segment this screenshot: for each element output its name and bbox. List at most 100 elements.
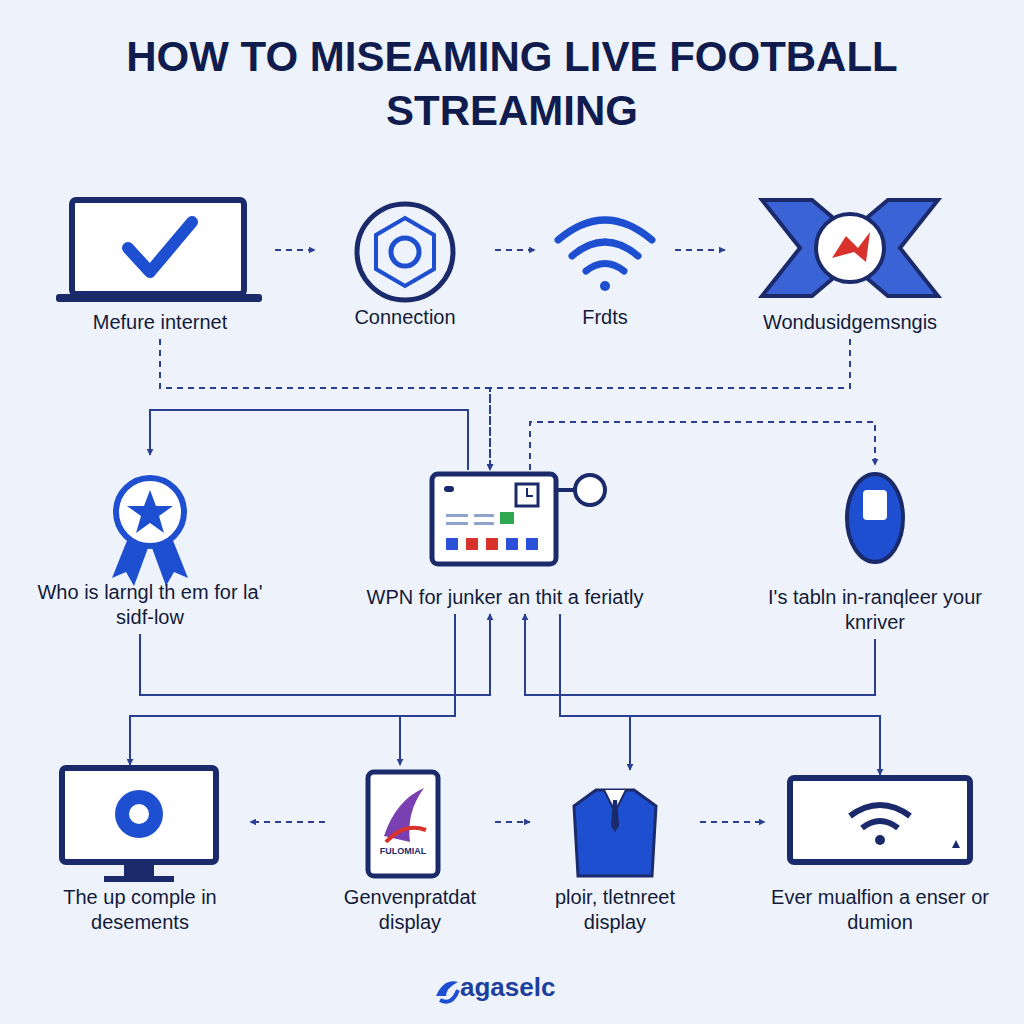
step-caption: Genvenpratdat display	[325, 885, 495, 935]
wifi-icon-part	[586, 264, 624, 272]
mouse-icon	[847, 474, 903, 562]
dashboard-icon-part	[446, 514, 494, 525]
icon-step: Frdts	[535, 215, 675, 334]
flow-connector	[560, 614, 880, 775]
gear-icon-part	[391, 238, 419, 266]
icon-step: WPN for junker an thit a feriatly	[360, 470, 650, 614]
step-caption: Mefure internet	[45, 310, 275, 335]
flow-connector	[560, 614, 630, 770]
step-caption: Frdts	[535, 305, 675, 330]
dashboard-icon-part	[506, 538, 518, 550]
monitor-icon-part	[62, 768, 216, 862]
dashboard-icon-part	[486, 538, 498, 550]
monitor-icon-part	[115, 790, 163, 838]
laptop-icon	[56, 200, 262, 302]
mouse-icon-part	[863, 490, 887, 520]
flow-connector	[700, 821, 765, 823]
monitor-icon-part	[104, 876, 174, 882]
flow-connector	[250, 821, 325, 823]
wifi-icon-part	[600, 281, 610, 291]
logo-mark-part	[440, 990, 458, 1002]
tablet-icon-part	[384, 788, 424, 842]
brand-logo: agaselc	[460, 972, 555, 1003]
flow-connector	[525, 614, 875, 695]
step-caption: The up comple in desements	[30, 885, 250, 935]
dashboard-icon-part	[432, 474, 556, 564]
icon-step: I's tabln in-ranqleer your knriver	[745, 465, 1005, 639]
wifi-icon-part	[558, 220, 652, 240]
screen-icon-part	[952, 840, 960, 848]
icon-step: Ever mualfion a enser or dumion	[765, 775, 995, 939]
screen-icon-part	[790, 778, 970, 862]
icon-step: The up comple in desements	[30, 765, 250, 939]
flow-connector	[275, 249, 315, 251]
dashboard-icon-part	[556, 488, 574, 492]
screen-icon-part	[875, 835, 885, 845]
wifi-icon	[558, 220, 652, 291]
icon-step: Who is larngl th em for la' sidf-low	[20, 455, 280, 634]
gear-icon-part	[357, 204, 453, 300]
jacket-icon-part	[611, 800, 619, 832]
monitor-icon-part	[124, 862, 154, 876]
flow-connector	[130, 614, 455, 765]
jacket-icon-part	[574, 790, 656, 876]
dashboard-icon-part	[526, 538, 538, 550]
emblem-icon	[762, 200, 938, 296]
monitor-icon-part	[129, 804, 149, 824]
award-icon-part	[127, 490, 173, 533]
dashboard-icon-part-part	[474, 522, 494, 525]
emblem-icon-part	[762, 200, 938, 296]
icon-step: Connection	[315, 205, 495, 334]
flow-connector	[495, 249, 535, 251]
screen-icon	[790, 778, 970, 862]
flow-connector	[160, 339, 490, 470]
laptop-icon-part	[128, 222, 192, 272]
jacket-icon	[574, 790, 656, 876]
tablet-icon	[368, 772, 438, 876]
dashboard-icon-part	[466, 538, 478, 550]
gear-icon	[357, 204, 453, 300]
step-caption: Wondusidgemsngis	[725, 310, 975, 335]
screen-text: FULOMIAL	[372, 846, 434, 856]
tablet-icon-part	[386, 828, 426, 842]
emblem-icon-part	[832, 232, 870, 262]
dashboard-icon-part	[500, 512, 514, 524]
flow-connector	[490, 339, 850, 470]
dashboard-icon-part	[444, 486, 454, 492]
mouse-icon-part	[847, 474, 903, 562]
step-caption: ploir, tletnreet display	[530, 885, 700, 935]
icon-step: Genvenpratdat display	[325, 765, 495, 939]
emblem-icon-part	[816, 214, 884, 282]
step-caption: Ever mualfion a enser or dumion	[765, 885, 995, 935]
gear-icon-part	[376, 218, 434, 286]
step-caption: Connection	[315, 305, 495, 330]
dashboard-icon-part	[575, 475, 605, 505]
flow-connector	[675, 249, 725, 251]
flow-connector	[400, 614, 455, 765]
step-caption: WPN for junker an thit a feriatly	[360, 585, 650, 610]
laptop-icon-part	[56, 294, 262, 302]
flow-connector	[140, 614, 490, 695]
dashboard-icon-part	[527, 488, 533, 496]
award-icon	[112, 478, 188, 586]
dashboard-icon-part-part	[446, 514, 468, 517]
diagram-title: HOW TO MISEAMING LIVE FOOTBALL STREAMING	[112, 30, 912, 138]
step-caption: Who is larngl th em for la' sidf-low	[20, 580, 280, 630]
screen-icon-part	[862, 821, 898, 828]
dashboard-icon	[432, 474, 605, 564]
icon-step: Mefure internet	[45, 195, 275, 339]
flow-connector	[495, 821, 530, 823]
dashboard-icon-part-part	[446, 522, 468, 525]
tablet-icon-part	[368, 772, 438, 876]
laptop-icon-part	[72, 200, 244, 294]
dashboard-icon-part-part	[474, 514, 494, 517]
monitor-icon	[62, 768, 216, 882]
wifi-icon-part	[572, 242, 638, 256]
flow-connector	[150, 410, 468, 470]
icon-step: Wondusidgemsngis	[725, 190, 975, 339]
dashboard-icon-part	[516, 484, 538, 506]
dashboard-icon-part	[446, 538, 458, 550]
screen-icon-part	[850, 805, 910, 816]
